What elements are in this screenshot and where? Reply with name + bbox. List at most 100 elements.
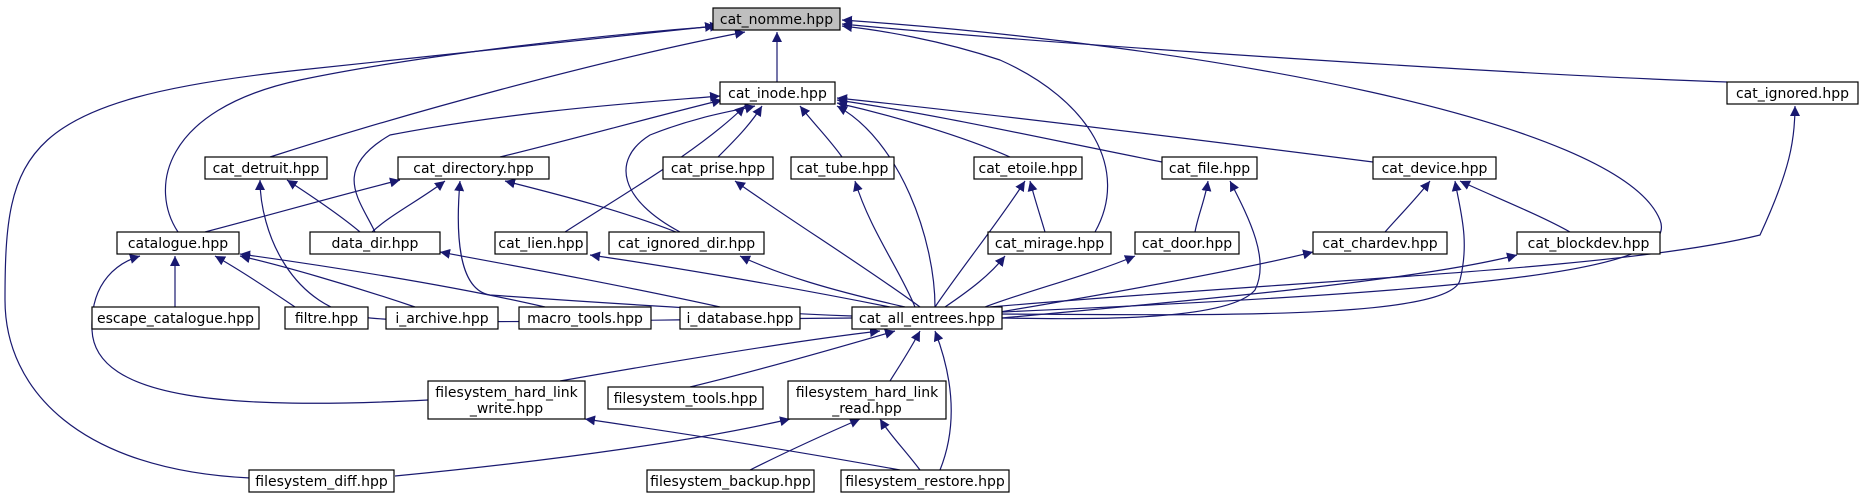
node-filesystem-hard-link-read[interactable]: filesystem_hard_link_read.hpp [787,380,947,420]
node-filtre[interactable]: filtre.hpp [284,306,369,330]
node-cat-ignored[interactable]: cat_ignored.hpp [1726,81,1859,105]
node-cat-file[interactable]: cat_file.hpp [1161,156,1258,180]
edges-layer [4,15,1800,479]
edge-cat-mirage-to-cat-etoile [1027,180,1046,233]
node-box [1134,231,1240,255]
node-cat-tube[interactable]: cat_tube.hpp [790,156,895,180]
node-box [679,306,801,330]
node-box [116,231,240,255]
node-box [712,7,841,31]
node-label: _write.hpp [469,401,543,417]
node-label: cat_nomme.hpp [720,12,833,28]
edge-cat-all-entrees-to-cat-inode [836,105,936,308]
edge-cat-ignored-dir-to-cat-inode [625,103,756,233]
edge-i-archive-to-catalogue [239,253,416,308]
node-cat-detruit[interactable]: cat_detruit.hpp [204,156,328,180]
node-label: cat_ignored_dir.hpp [618,236,755,252]
node-i-database[interactable]: i_database.hpp [679,306,801,330]
node-box [851,306,1003,330]
node-box [204,156,328,180]
node-cat-door[interactable]: cat_door.hpp [1134,231,1240,255]
edge-cat-chardev-to-cat-device [1384,180,1431,233]
edge-cat-all-entrees-to-cat-door [984,255,1136,308]
node-cat-prise[interactable]: cat_prise.hpp [662,156,774,180]
edge-data-dir-to-cat-inode [353,91,721,233]
node-label: cat_prise.hpp [671,161,765,177]
node-cat-chardev[interactable]: cat_chardev.hpp [1312,231,1448,255]
edge-cat-all-entrees-to-cat-tube [853,180,916,308]
node-i-archive[interactable]: i_archive.hpp [385,306,499,330]
node-label: cat_chardev.hpp [1322,236,1437,252]
node-filesystem-hard-link-write[interactable]: filesystem_hard_link_write.hpp [427,380,586,420]
node-label: cat_inode.hpp [728,86,827,102]
node-cat-etoile[interactable]: cat_etoile.hpp [973,156,1083,180]
node-label: macro_tools.hpp [527,311,643,327]
edge-filesystem-diff-to-filesystem-hard-link-read [394,416,791,477]
edge-cat-tube-to-cat-inode [799,105,843,158]
node-box [662,156,774,180]
node-label: cat_file.hpp [1169,161,1250,177]
node-box [284,306,369,330]
node-label: cat_all_entrees.hpp [859,311,995,327]
edge-cat-device-to-cat-inode [836,94,1374,163]
node-label: cat_door.hpp [1142,236,1232,252]
edge-filesystem-hard-link-write-to-catalogue [91,254,429,404]
node-box [1312,231,1448,255]
node-catalogue[interactable]: catalogue.hpp [116,231,240,255]
edge-cat-door-to-cat-file [1194,180,1212,233]
node-cat-inode[interactable]: cat_inode.hpp [719,81,836,105]
node-cat-device[interactable]: cat_device.hpp [1372,156,1497,180]
node-label: data_dir.hpp [332,236,419,252]
edge-catalogue-to-cat-nomme [164,21,721,233]
node-label: cat_blockdev.hpp [1528,236,1650,252]
edge-cat-all-entrees-to-cat-blockdev [1001,252,1518,319]
node-filesystem-backup[interactable]: filesystem_backup.hpp [646,469,815,493]
node-escape-catalogue[interactable]: escape_catalogue.hpp [91,306,260,330]
node-cat-nomme[interactable]: cat_nomme.hpp [712,7,841,31]
node-label: cat_ignored.hpp [1736,86,1849,102]
edge-cat-all-entrees-to-cat-prise [734,180,921,308]
node-box [248,469,395,493]
node-box [646,469,815,493]
edge-cat-all-entrees-to-cat-chardev [999,249,1314,313]
edge-data-dir-to-cat-detruit [286,179,361,233]
node-filesystem-restore[interactable]: filesystem_restore.hpp [840,469,1010,493]
node-box [427,380,586,420]
node-label: filesystem_restore.hpp [845,474,1005,490]
edge-cat-all-entrees-to-cat-ignored [989,105,1800,308]
nodes-layer: cat_nomme.hpp cat_inode.hpp cat_ignored.hp… [91,7,1859,493]
node-label: cat_tube.hpp [797,161,889,177]
node-filesystem-diff[interactable]: filesystem_diff.hpp [248,469,395,493]
node-filesystem-tools[interactable]: filesystem_tools.hpp [607,386,764,410]
node-label: filesystem_backup.hpp [650,474,811,490]
node-cat-directory[interactable]: cat_directory.hpp [397,156,550,180]
node-box [494,231,588,255]
node-label: cat_directory.hpp [413,161,534,177]
node-cat-lien[interactable]: cat_lien.hpp [494,231,588,255]
node-box [987,231,1112,255]
edge-filesystem-hard-link-read-to-cat-all-entrees [889,330,921,382]
edge-cat-all-entrees-to-cat-lien [589,251,891,308]
edge-cat-mirage-to-cat-nomme [841,22,1109,233]
node-label: catalogue.hpp [128,236,228,252]
node-data-dir[interactable]: data_dir.hpp [309,231,441,255]
edge-cat-all-entrees-to-cat-mirage [944,255,1006,308]
node-cat-blockdev[interactable]: cat_blockdev.hpp [1516,231,1661,255]
node-cat-mirage[interactable]: cat_mirage.hpp [987,231,1112,255]
edge-cat-prise-to-cat-inode [717,105,763,158]
node-box [607,386,764,410]
edge-cat-blockdev-to-cat-device [1459,180,1571,233]
node-macro-tools[interactable]: macro_tools.hpp [518,306,652,330]
node-box [1726,81,1859,105]
edge-cat-all-entrees-to-cat-file [999,180,1261,320]
edge-filesystem-hard-link-write-to-cat-all-entrees [559,327,881,382]
node-cat-ignored-dir[interactable]: cat_ignored_dir.hpp [608,231,765,255]
node-label: cat_etoile.hpp [979,161,1078,177]
edge-macro-tools-to-catalogue [239,250,546,308]
edge-cat-directory-to-cat-inode [499,97,723,158]
node-box [1516,231,1661,255]
node-box [719,81,836,105]
node-label: filesystem_diff.hpp [255,474,388,490]
node-cat-all-entrees[interactable]: cat_all_entrees.hpp [851,306,1003,330]
node-box [518,306,652,330]
